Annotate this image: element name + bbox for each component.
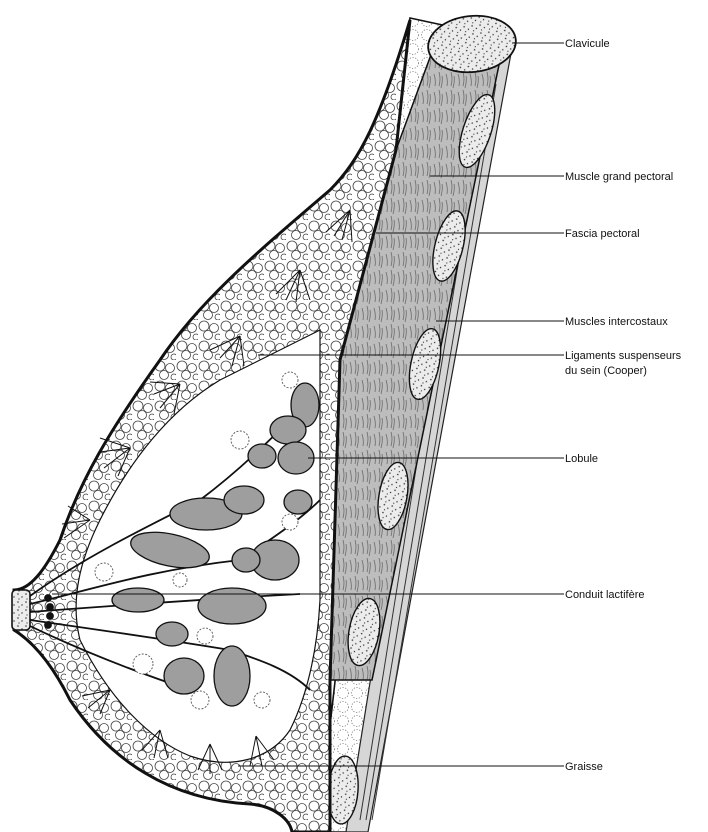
label-ligaments-line2: du sein (Cooper) xyxy=(565,365,647,377)
label-clavicule: Clavicule xyxy=(565,38,610,50)
nipple xyxy=(12,590,30,630)
label-muscles-intercostaux: Muscles intercostaux xyxy=(565,316,668,328)
labels: Clavicule Muscle grand pectoral Fascia p… xyxy=(565,38,682,773)
label-lobule: Lobule xyxy=(565,453,598,465)
label-conduit-lactifere: Conduit lactifère xyxy=(565,589,645,601)
label-muscle-grand-pectoral: Muscle grand pectoral xyxy=(565,171,673,183)
label-fascia-pectoral: Fascia pectoral xyxy=(565,228,640,240)
label-graisse: Graisse xyxy=(565,761,603,773)
label-ligaments-line1: Ligaments suspenseurs xyxy=(565,350,682,362)
